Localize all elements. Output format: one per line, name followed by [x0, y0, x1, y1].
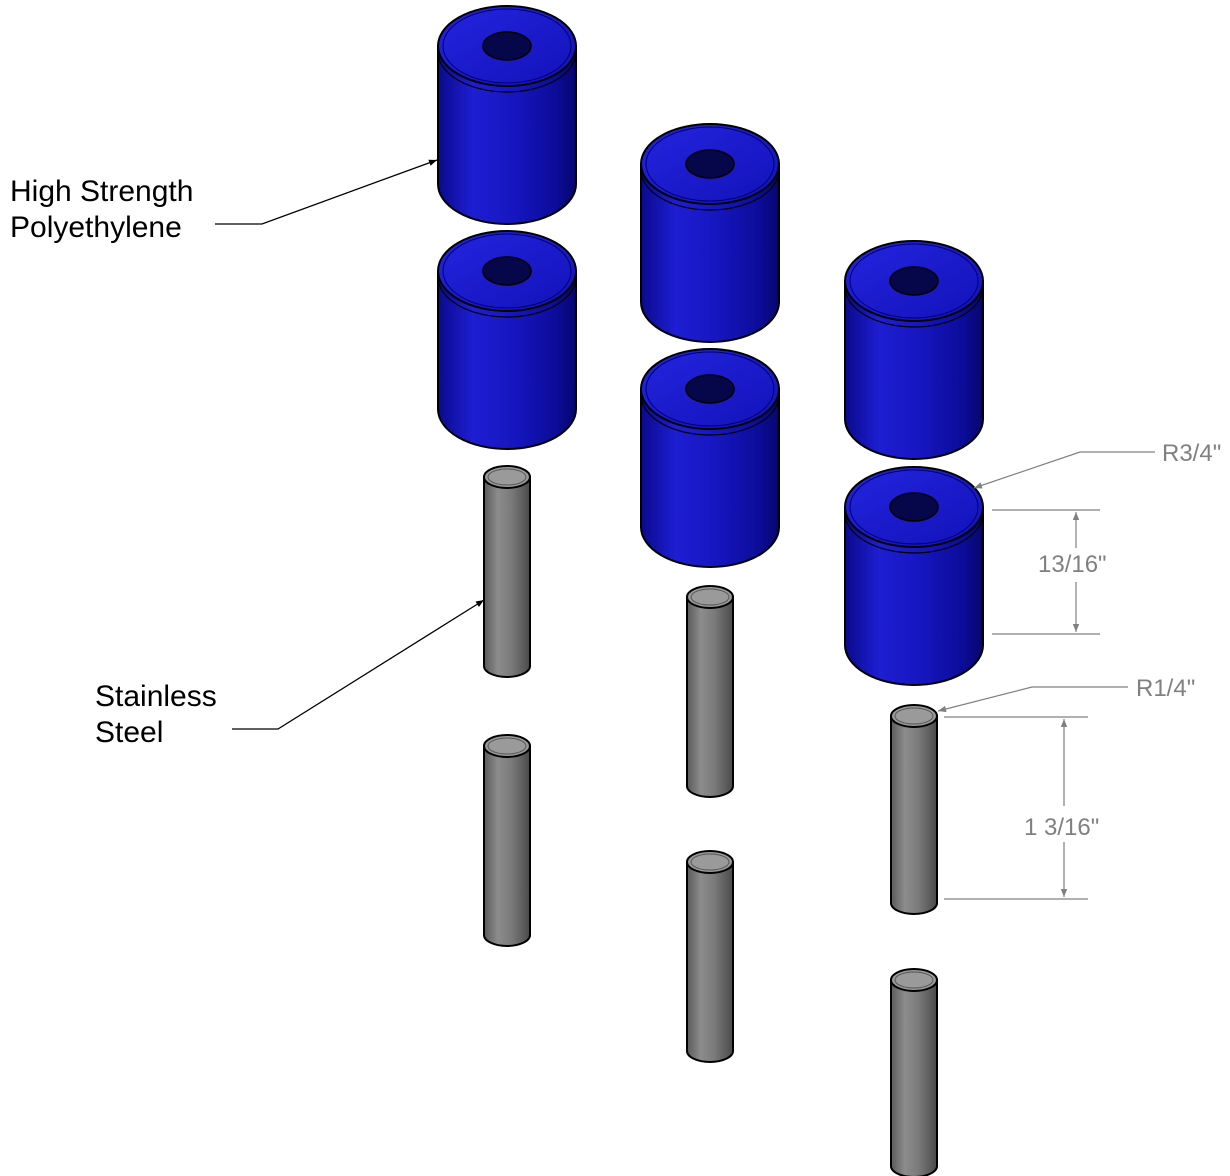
- bushing-5: [640, 348, 780, 568]
- steel-label-line2: Steel: [95, 716, 163, 749]
- parts-layer: [437, 5, 984, 1176]
- bushing-height-dimension: 13/16": [992, 509, 1107, 635]
- polyethylene-label-line2: Polyethylene: [10, 211, 182, 244]
- pin-2: [686, 585, 734, 798]
- bushing-1: [437, 5, 577, 225]
- pin-6: [890, 968, 938, 1176]
- pin-3: [890, 704, 938, 915]
- bushing-2: [640, 123, 780, 343]
- pin-height-text: 1 3/16": [1024, 814, 1099, 841]
- steel-label-line1: Stainless: [95, 680, 217, 713]
- polyethylene-label-line1: High Strength: [10, 175, 193, 208]
- pin-5: [686, 850, 734, 1063]
- bushing-4: [844, 240, 984, 460]
- bushing-height-text: 13/16": [1038, 551, 1107, 578]
- bushing-6: [844, 466, 984, 686]
- polyethylene-leader: [215, 159, 438, 225]
- pin-1: [483, 465, 531, 678]
- bushing-radius-dimension: R3/4": [973, 440, 1221, 489]
- bushing-3: [437, 230, 577, 450]
- pin-height-dimension: 1 3/16": [944, 716, 1099, 900]
- pin-radius-text: R1/4": [1136, 675, 1195, 702]
- steel-leader: [232, 599, 485, 730]
- pin-radius-dimension: R1/4": [937, 675, 1195, 713]
- pin-4: [483, 734, 531, 947]
- bushing-radius-text: R3/4": [1162, 440, 1221, 467]
